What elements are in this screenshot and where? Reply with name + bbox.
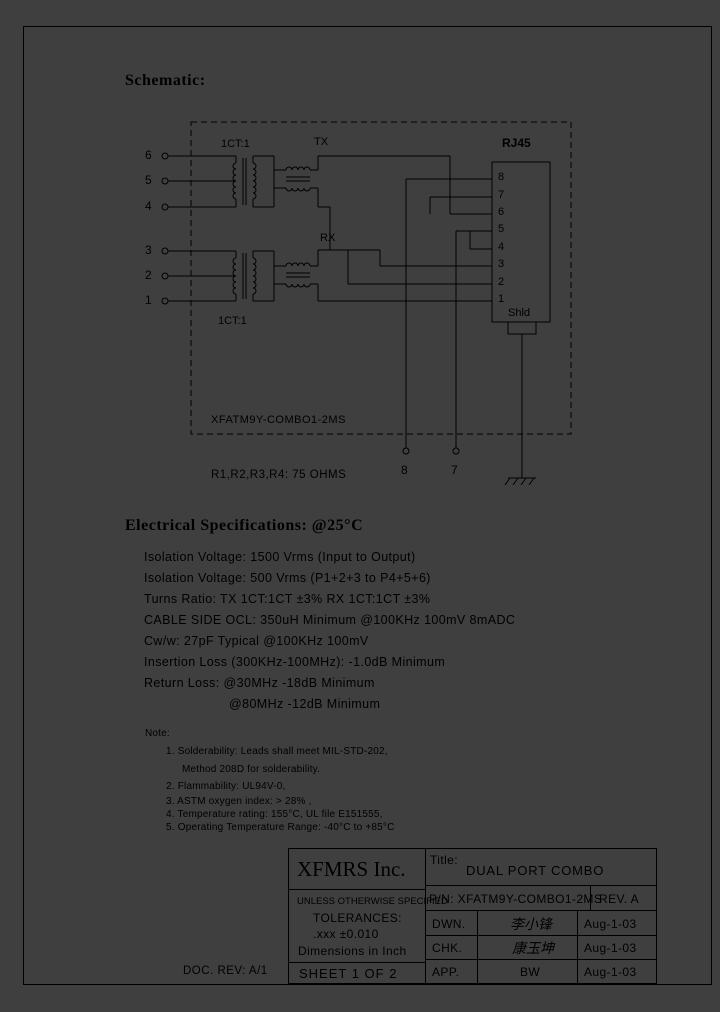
rj45-pin-label: 7 bbox=[498, 189, 505, 201]
drawing-sheet bbox=[23, 26, 712, 985]
left-pin-label: 2 bbox=[145, 268, 152, 282]
tx-transformer bbox=[215, 155, 319, 208]
rj45-pin-label: 1 bbox=[498, 293, 505, 305]
dwn-sig-cell: 李小锋 bbox=[477, 910, 578, 936]
chk-sig-cell: 康玉坤 bbox=[477, 935, 578, 960]
spec-line: CABLE SIDE OCL: 350uH Minimum @100KHz 10… bbox=[144, 613, 516, 627]
unless-text: UNLESS OTHERWISE SPECIFIED bbox=[297, 896, 448, 907]
tx-label: TX bbox=[314, 136, 329, 148]
note-item: 2. Flammability: UL94V-0, bbox=[166, 781, 286, 792]
left-pin-label: 4 bbox=[145, 199, 152, 213]
rj45-pin-label: 3 bbox=[498, 258, 505, 270]
schematic-title: Schematic: bbox=[125, 72, 206, 89]
spec-line: Turns Ratio: TX 1CT:1CT ±3% RX 1CT:1CT ±… bbox=[144, 592, 431, 606]
tolerances-label: TOLERANCES: bbox=[313, 911, 402, 925]
pin-2-terminal bbox=[161, 272, 169, 280]
chk-date: Aug-1-03 bbox=[584, 941, 637, 955]
app-date-cell: Aug-1-03 bbox=[577, 959, 657, 984]
app-label: APP. bbox=[432, 965, 460, 979]
dwn-signature: 李小锋 bbox=[510, 917, 552, 933]
ratio-label-top: 1CT:1 bbox=[221, 138, 250, 150]
rj45-label: RJ45 bbox=[502, 136, 531, 150]
rj45-pin-label: 6 bbox=[498, 206, 505, 218]
chk-date-cell: Aug-1-03 bbox=[577, 935, 657, 960]
dwn-label: DWN. bbox=[432, 917, 466, 931]
part-number-label: XFATM9Y-COMBO1-2MS bbox=[211, 414, 346, 426]
notes-title: Note: bbox=[145, 728, 170, 739]
rx-label: RX bbox=[320, 232, 336, 244]
pin-3-terminal bbox=[161, 247, 169, 255]
company-cell: XFMRS Inc. bbox=[288, 848, 426, 890]
spec-line: Return Loss: @30MHz -18dB Minimum bbox=[144, 676, 375, 690]
pin-4-terminal bbox=[161, 203, 169, 211]
title-value: DUAL PORT COMBO bbox=[466, 863, 605, 878]
pin-6-terminal bbox=[161, 152, 169, 160]
bottom-pin-label: 7 bbox=[451, 463, 458, 477]
spec-line: Isolation Voltage: 500 Vrms (P1+2+3 to P… bbox=[144, 571, 431, 585]
rev-cell: REV. A bbox=[590, 885, 657, 911]
ratio-label-bottom: 1CT:1 bbox=[218, 315, 247, 327]
note-item: 1. Solderability: Leads shall meet MIL-S… bbox=[166, 746, 388, 757]
note-item: 5. Operating Temperature Range: -40°C to… bbox=[166, 822, 395, 833]
rj45-pin-label: 4 bbox=[498, 241, 505, 253]
rj45-pin-label: 8 bbox=[498, 171, 505, 183]
dwn-label-cell: DWN. bbox=[425, 910, 478, 936]
note-item: 4. Temperature rating: 155°C, UL file E1… bbox=[166, 809, 383, 820]
app-value-cell: BW bbox=[477, 959, 578, 984]
spec-line: Insertion Loss (300KHz-100MHz): -1.0dB M… bbox=[144, 655, 446, 669]
tolerance-cell: UNLESS OTHERWISE SPECIFIED TOLERANCES: .… bbox=[288, 889, 448, 963]
bottom-pin-label: 8 bbox=[401, 463, 408, 477]
rj45-pin-label: 5 bbox=[498, 223, 505, 235]
revision: REV. A bbox=[599, 892, 639, 906]
left-pin-label: 6 bbox=[145, 148, 152, 162]
rj45-pin-label: 2 bbox=[498, 276, 505, 288]
dwn-date-cell: Aug-1-03 bbox=[577, 910, 657, 936]
left-pin-label: 5 bbox=[145, 173, 152, 187]
app-date: Aug-1-03 bbox=[584, 965, 637, 979]
chk-label-cell: CHK. bbox=[425, 935, 478, 960]
sheet-cell: SHEET 1 OF 2 bbox=[288, 962, 426, 984]
left-pin-label: 3 bbox=[145, 243, 152, 257]
pin-5-terminal bbox=[161, 177, 169, 185]
note-item: 3. ASTM oxygen index: > 28% , bbox=[166, 796, 312, 807]
part-number: P/N: XFATM9Y-COMBO1-2MS bbox=[429, 892, 603, 906]
dwn-date: Aug-1-03 bbox=[584, 917, 637, 931]
electrical-specs-title: Electrical Specifications: @25°C bbox=[125, 517, 364, 534]
tolerance-value: .xxx ±0.010 bbox=[313, 927, 379, 941]
sheet-number: SHEET 1 OF 2 bbox=[299, 966, 398, 981]
app-label-cell: APP. bbox=[425, 959, 478, 984]
shield-label: Shld bbox=[508, 307, 531, 319]
pin-1-terminal bbox=[161, 297, 169, 305]
shield-block bbox=[507, 321, 537, 335]
title-label: Title: bbox=[430, 853, 458, 867]
spec-line: Cw/w: 27pF Typical @100KHz 100mV bbox=[144, 634, 369, 648]
schematic-diagram bbox=[161, 121, 572, 486]
resistor-note: R1,R2,R3,R4: 75 OHMS bbox=[211, 469, 347, 481]
rx-transformer bbox=[215, 250, 318, 302]
spec-line: @80MHz -12dB Minimum bbox=[229, 697, 381, 711]
left-pin-label: 1 bbox=[145, 293, 152, 307]
module-outline bbox=[190, 121, 572, 435]
app-value: BW bbox=[520, 965, 541, 979]
company-name: XFMRS Inc. bbox=[297, 857, 406, 881]
title-cell: Title: DUAL PORT COMBO bbox=[425, 848, 657, 886]
pn-cell: P/N: XFATM9Y-COMBO1-2MS bbox=[425, 885, 602, 911]
note-item: Method 208D for solderability. bbox=[182, 764, 321, 775]
spec-line: Isolation Voltage: 1500 Vrms (Input to O… bbox=[144, 550, 416, 564]
chk-signature: 康玉坤 bbox=[512, 941, 554, 957]
doc-revision: DOC. REV: A/1 bbox=[183, 965, 268, 977]
chk-label: CHK. bbox=[432, 941, 463, 955]
dimensions-text: Dimensions in Inch bbox=[298, 944, 407, 958]
